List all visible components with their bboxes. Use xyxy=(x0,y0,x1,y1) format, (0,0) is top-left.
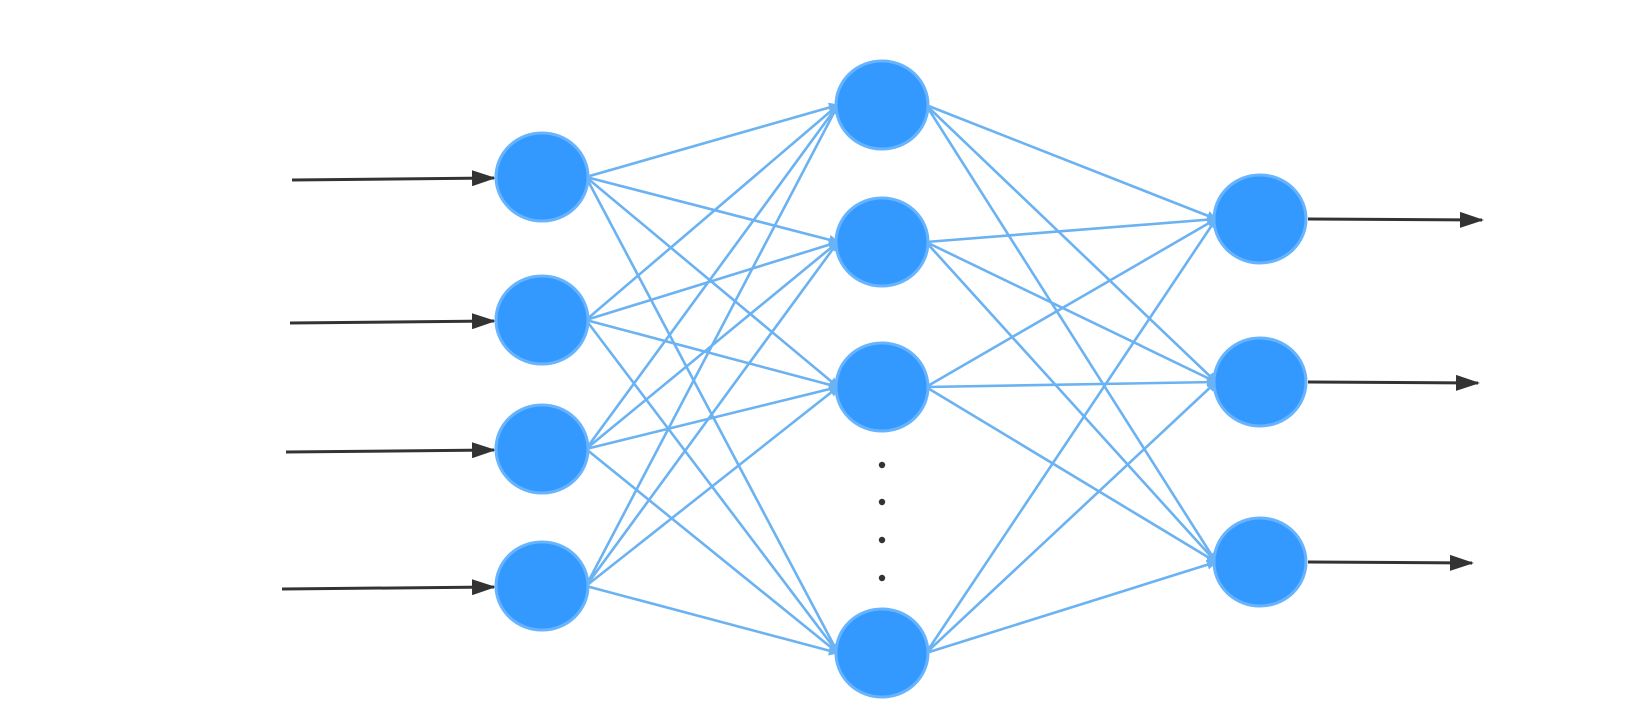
edge-0-3-0 xyxy=(584,104,840,587)
input-arrow xyxy=(285,442,496,459)
hidden-node xyxy=(834,607,930,699)
edge-1-3-2 xyxy=(925,559,1217,655)
output-node xyxy=(1212,173,1308,265)
input-arrow xyxy=(281,579,496,596)
edge-1-1-2 xyxy=(925,241,1217,563)
edge-0-3-3 xyxy=(585,584,839,656)
input-node xyxy=(494,131,590,223)
output-node xyxy=(1212,516,1308,608)
edge-0-3-1 xyxy=(584,241,840,587)
edge-1-0-1 xyxy=(925,104,1217,383)
hidden-layer-ellipsis xyxy=(878,461,886,582)
ellipsis-dot xyxy=(878,461,886,469)
edge-0-3-2 xyxy=(585,385,839,588)
io-arrows xyxy=(281,170,1484,596)
edge-1-0-0 xyxy=(925,103,1217,221)
hidden-node xyxy=(834,341,930,433)
edge-0-0-1 xyxy=(585,175,839,245)
output-arrow xyxy=(1307,374,1480,391)
input-arrow xyxy=(291,170,496,187)
edge-1-1-1 xyxy=(925,240,1217,384)
input-arrow xyxy=(289,313,496,330)
edge-1-2-2 xyxy=(925,385,1217,564)
edge-1-2-0 xyxy=(925,217,1217,389)
edge-1-2-1 xyxy=(925,377,1217,389)
edge-0-1-2 xyxy=(585,318,839,390)
edge-0-0-0 xyxy=(585,102,839,179)
connection-edges xyxy=(584,102,1218,656)
ellipsis-dot xyxy=(878,536,886,544)
edge-0-1-1 xyxy=(585,239,839,322)
input-node xyxy=(494,274,590,366)
ellipsis-dot xyxy=(878,574,886,582)
ellipsis-dot xyxy=(878,498,886,506)
output-node xyxy=(1212,336,1308,428)
output-arrow xyxy=(1307,211,1484,228)
hidden-node xyxy=(834,59,930,151)
input-node xyxy=(494,540,590,632)
edge-1-3-0 xyxy=(924,218,1218,654)
input-node xyxy=(494,403,590,495)
edge-0-2-3 xyxy=(585,447,839,655)
hidden-node xyxy=(834,196,930,288)
edge-1-1-0 xyxy=(925,214,1217,244)
edge-0-2-2 xyxy=(585,384,839,451)
edge-0-1-0 xyxy=(585,104,839,321)
edge-0-2-0 xyxy=(584,104,840,450)
output-arrow xyxy=(1307,554,1474,571)
edge-1-3-1 xyxy=(925,381,1217,654)
network-nodes xyxy=(494,59,1308,699)
edge-1-0-2 xyxy=(924,104,1218,563)
